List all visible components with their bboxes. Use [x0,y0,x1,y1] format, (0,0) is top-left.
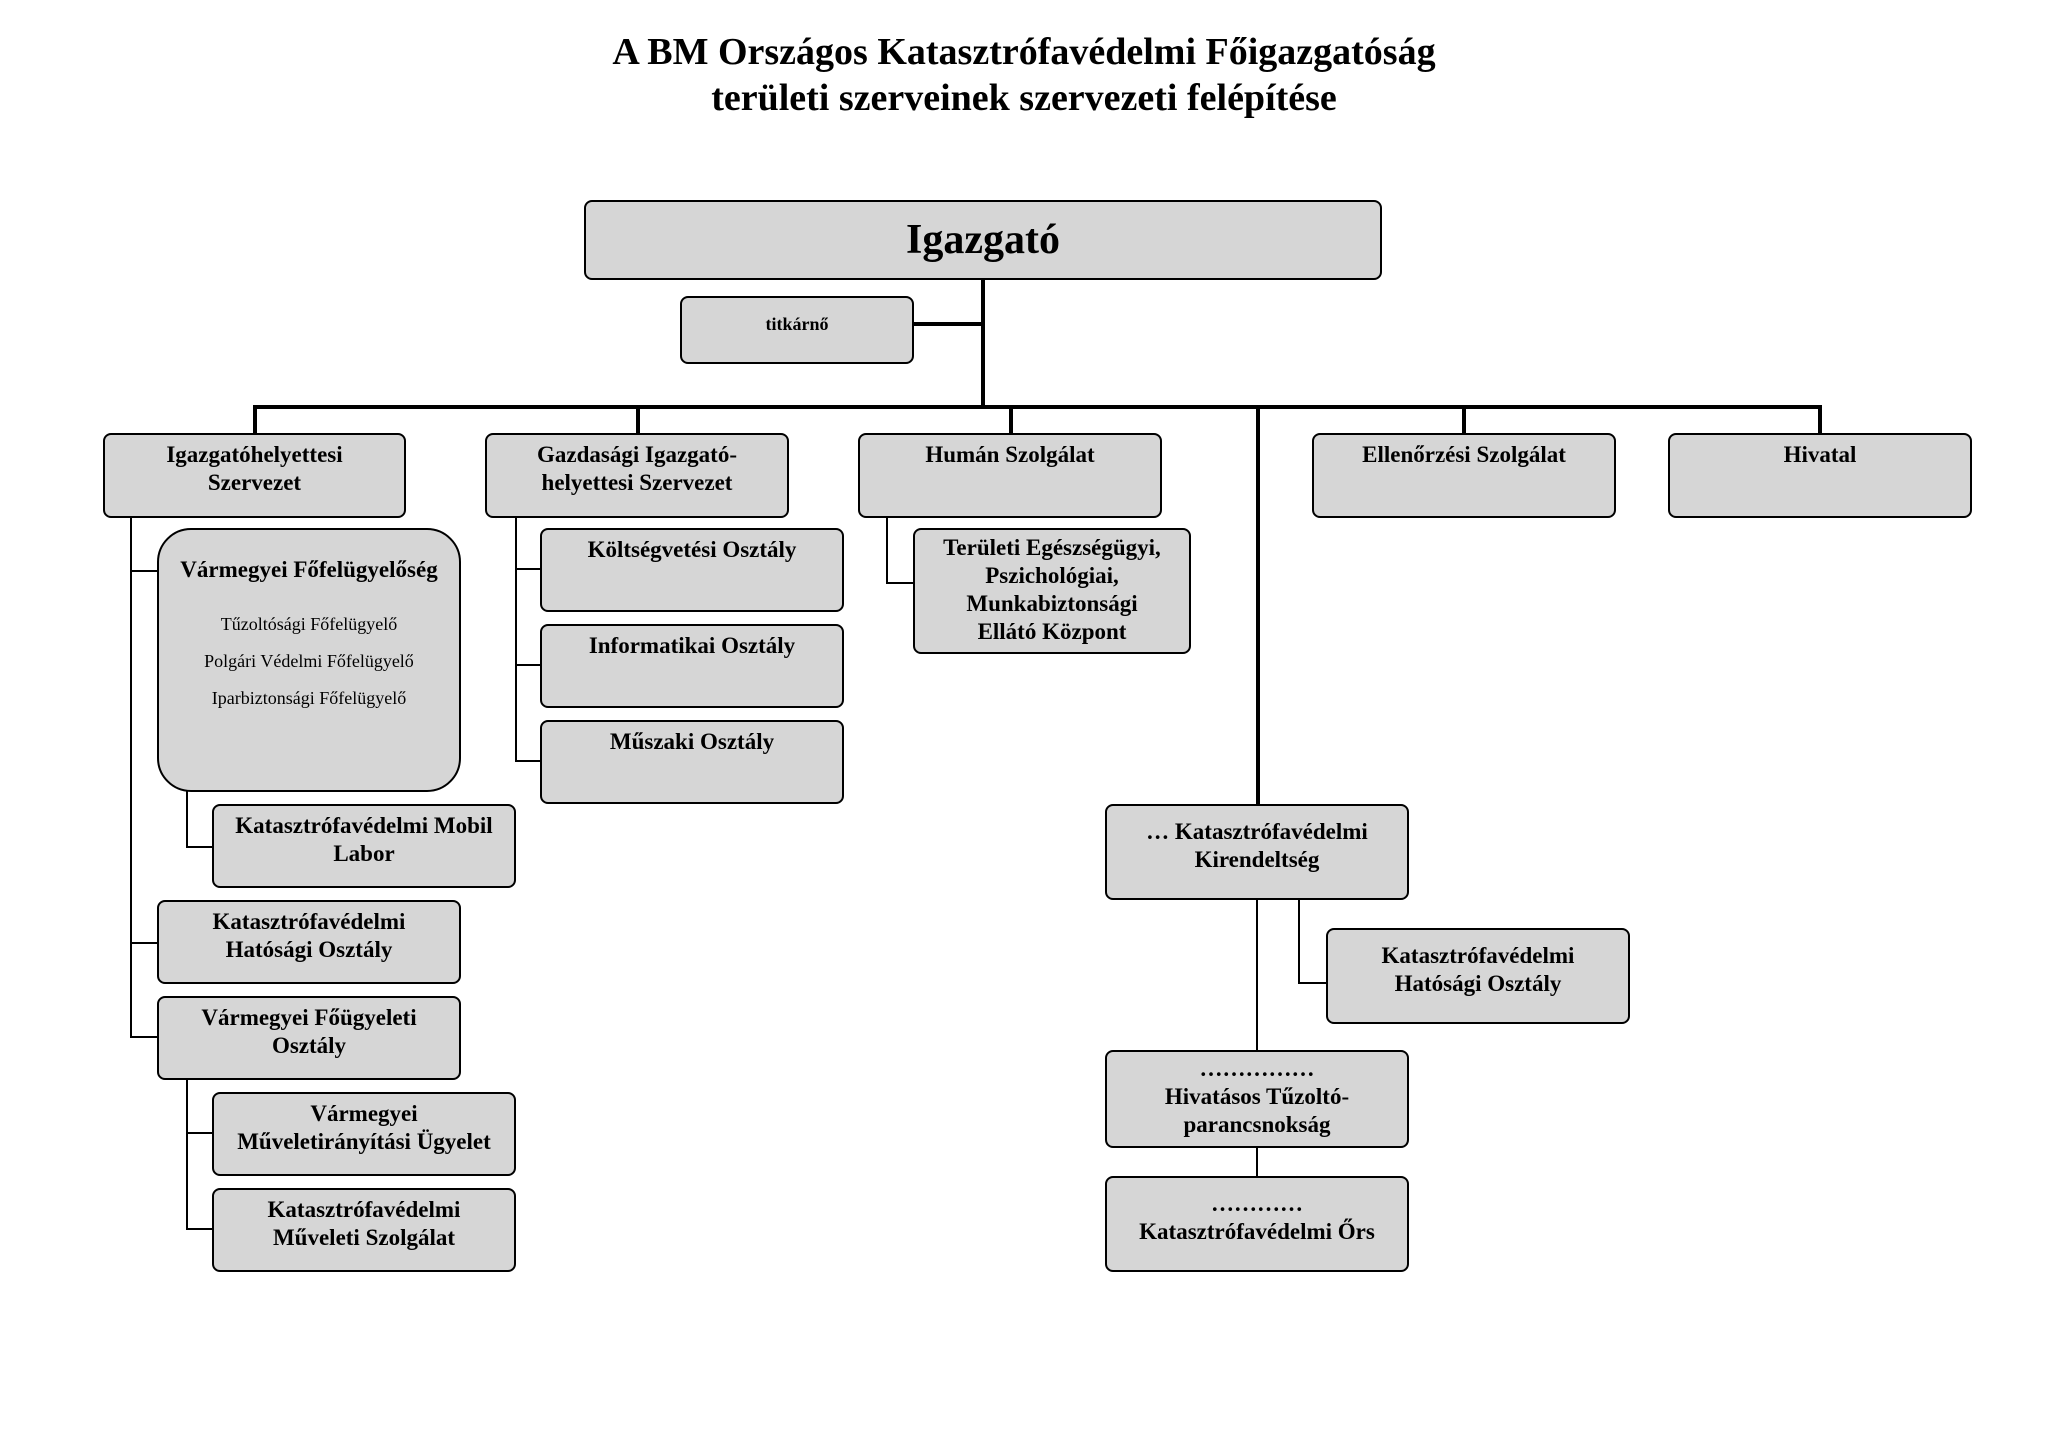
box-label: Ellenőrzési Szolgálat [1362,442,1566,467]
box-label: …………… Hivatásos Tűzoltó- parancsnokság [1164,1056,1350,1137]
box-varmegyei-fofelugyeloseg: Vármegyei Főfelügyelőség Tűzoltósági Főf… [157,528,461,792]
chart-title-line1: A BM Országos Katasztrófavédelmi Főigazg… [612,31,1436,73]
box-label: Katasztrófavédelmi Műveleti Szolgálat [267,1197,461,1250]
connector-line [1009,405,1013,435]
box-muszaki-osztaly: Műszaki Osztály [540,720,844,804]
connector-line [186,1228,214,1230]
connector-line [886,582,916,584]
box-label: Katasztrófavédelmi Hatósági Osztály [212,909,406,962]
connector-line [1818,405,1822,435]
box-label: titkárnő [765,314,829,334]
box-koltsegvetesi-osztaly: Költségvetési Osztály [540,528,844,612]
connector-line [886,516,888,584]
box-label: ………… Katasztrófavédelmi Őrs [1139,1191,1375,1244]
box-hatosagi-osztaly-right: Katasztrófavédelmi Hatósági Osztály [1326,928,1630,1024]
connector-line [1462,405,1466,435]
connector-line [186,790,188,848]
connector-line [130,942,158,944]
box-ellenorzesi-szolgalat: Ellenőrzési Szolgálat [1312,433,1616,518]
list-item: Iparbiztonsági Főfelügyelő [211,688,407,708]
box-muveletiranyitasi-ugyelet: Vármegyei Műveletirányítási Ügyelet [212,1092,516,1176]
connector-line [130,516,132,1038]
connector-line [912,322,983,326]
box-label: Katasztrófavédelmi Mobil Labor [235,813,493,866]
connector-line [186,846,214,848]
box-igazgato: Igazgató [584,200,1382,280]
connector-line [1256,900,1258,1052]
list-item: Tűzoltósági Főfelügyelő [220,614,398,634]
connector-line [1256,1148,1258,1178]
list-item: Polgári Védelmi Főfelügyelő [204,651,414,671]
box-tuzoltoparancsnoksag: …………… Hivatásos Tűzoltó- parancsnokság [1105,1050,1409,1148]
box-varmegyei-fougyeleti-osztaly: Vármegyei Főügyeleti Osztály [157,996,461,1080]
box-label: Igazgatóhelyettesi Szervezet [166,442,343,495]
box-titkarno: titkárnő [680,296,914,364]
connector-line [515,760,543,762]
box-label: Vármegyei Műveletirányítási Ügyelet [237,1101,491,1154]
box-label: Hivatal [1783,442,1857,467]
box-teruleti-egeszsegugyi-kozpont: Területi Egészségügyi, Pszichológiai, Mu… [913,528,1191,654]
box-label: Területi Egészségügyi, Pszichológiai, Mu… [943,535,1161,644]
connector-line [186,1132,214,1134]
connector-line [253,405,257,435]
box-label: Katasztrófavédelmi Hatósági Osztály [1381,943,1575,996]
connector-line [253,405,1822,409]
connector-line [981,280,985,408]
box-kirendeltseg: … Katasztrófavédelmi Kirendeltség [1105,804,1409,900]
connector-line [130,1036,158,1038]
box-label: Gazdasági Igazgató- helyettesi Szervezet [537,442,737,495]
box-label: Igazgató [906,217,1060,263]
box-label: … Katasztrófavédelmi Kirendeltség [1146,819,1368,872]
connector-line [1298,982,1328,984]
box-mobil-labor: Katasztrófavédelmi Mobil Labor [212,804,516,888]
box-igazgatohelyettesi-szervezet: Igazgatóhelyettesi Szervezet [103,433,406,518]
box-label: Költségvetési Osztály [587,537,797,562]
connector-line [515,568,543,570]
connector-line [636,405,640,435]
connector-line [1256,405,1260,805]
connector-line [515,516,517,762]
box-informatikai-osztaly: Informatikai Osztály [540,624,844,708]
box-muveleti-szolgalat: Katasztrófavédelmi Műveleti Szolgálat [212,1188,516,1272]
box-hatosagi-osztaly-left: Katasztrófavédelmi Hatósági Osztály [157,900,461,984]
box-hivatal: Hivatal [1668,433,1972,518]
connector-line [1298,900,1300,984]
box-label: Vármegyei Főügyeleti Osztály [201,1005,417,1058]
box-label: Humán Szolgálat [925,442,1095,467]
box-label: Informatikai Osztály [588,633,796,658]
connector-line [130,570,158,572]
box-katasztrofavedelmi-ors: ………… Katasztrófavédelmi Őrs [1105,1176,1409,1272]
connector-line [186,1078,188,1230]
box-human-szolgalat: Humán Szolgálat [858,433,1162,518]
box-label: Vármegyei Főfelügyelőség [180,557,438,582]
box-label: Műszaki Osztály [609,729,775,754]
box-gazdasagi-szervezet: Gazdasági Igazgató- helyettesi Szervezet [485,433,789,518]
connector-line [515,664,543,666]
chart-title-line2: területi szerveinek szervezeti felépítés… [711,77,1337,119]
